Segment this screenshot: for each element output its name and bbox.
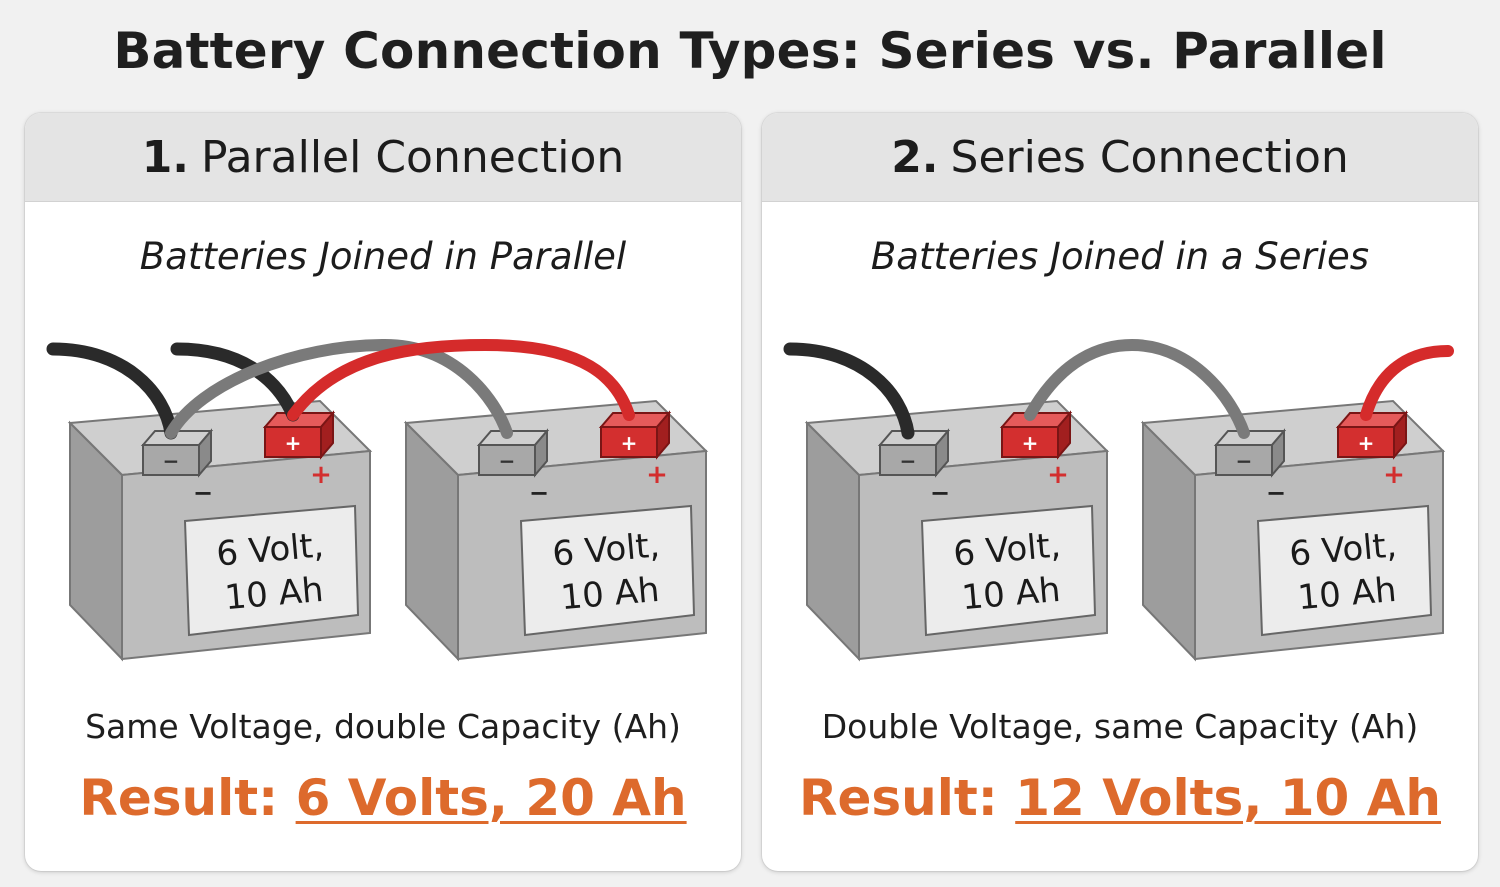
parallel-diagram: 6 Volt, 10 Ah − − + + 6 Volt, 10 Ah <box>46 338 709 662</box>
positive-case-sign: + <box>310 460 332 490</box>
series-diagram: 6 Volt, 10 Ah − − + + 6 Volt, 10 Ah − − <box>783 338 1454 662</box>
gray-cable <box>165 338 513 439</box>
red-cable <box>287 338 635 421</box>
negative-terminal-sign: − <box>1236 449 1253 473</box>
page-title: Battery Connection Types: Series vs. Par… <box>113 22 1387 80</box>
negative-terminal-sign: − <box>499 449 516 473</box>
panel-subtitle: Batteries Joined in a Series <box>870 235 1370 278</box>
negative-terminal-sign: − <box>900 449 917 473</box>
negative-case-sign: − <box>930 479 950 507</box>
positive-terminal <box>264 426 322 458</box>
negative-terminal-sign: − <box>163 449 180 473</box>
panel-heading: Series Connection <box>950 131 1349 183</box>
positive-terminal <box>1337 426 1395 458</box>
negative-case-sign: − <box>193 479 213 507</box>
positive-case-sign: + <box>1383 460 1405 490</box>
battery-2: 6 Volt, 10 Ah − − + + <box>1140 399 1446 662</box>
battery-2: 6 Volt, 10 Ah − − + + <box>403 399 709 662</box>
result-line: Result: 12 Volts, 10 Ah <box>762 769 1478 827</box>
result-value: 6 Volts, 20 Ah <box>295 769 687 827</box>
panel-number: 2. <box>891 131 939 183</box>
panel-heading: Parallel Connection <box>201 131 625 183</box>
positive-case-sign: + <box>646 460 668 490</box>
battery-label <box>519 504 696 637</box>
positive-terminal-sign: + <box>1358 431 1375 455</box>
battery-capacity: 10 Ah <box>223 570 325 618</box>
panel-header: 2. Series Connection <box>762 113 1478 202</box>
battery-capacity: 10 Ah <box>1296 570 1398 618</box>
positive-terminal <box>1001 426 1059 458</box>
panel-subtitle: Batteries Joined in Parallel <box>139 235 627 278</box>
negative-case-sign: − <box>529 479 549 507</box>
parallel-panel: 1. Parallel Connection Batteries Joined … <box>25 113 741 871</box>
positive-terminal-sign: + <box>1022 431 1039 455</box>
battery-1: 6 Volt, 10 Ah − − + + <box>67 399 373 662</box>
panel-number: 1. <box>141 131 190 183</box>
negative-case-sign: − <box>1266 479 1286 507</box>
battery-voltage: 6 Volt, <box>551 525 662 574</box>
battery-voltage: 6 Volt, <box>215 525 326 574</box>
battery-voltage: 6 Volt, <box>1288 525 1399 574</box>
panel-description: Double Voltage, same Capacity (Ah) <box>821 707 1419 746</box>
negative-terminal <box>478 444 536 476</box>
battery-label <box>183 504 360 637</box>
result-prefix: Result: <box>798 769 998 827</box>
panel-description: Same Voltage, double Capacity (Ah) <box>85 707 681 746</box>
battery-capacity: 10 Ah <box>960 570 1062 618</box>
battery-1: 6 Volt, 10 Ah − − + + <box>804 399 1110 662</box>
battery-voltage: 6 Volt, <box>952 525 1063 574</box>
result-line: Result: 6 Volts, 20 Ah <box>25 769 741 827</box>
battery-label <box>920 504 1097 637</box>
battery-label <box>1256 504 1433 637</box>
positive-terminal-sign: + <box>621 431 638 455</box>
series-panel: 2. Series Connection Batteries Joined in… <box>762 113 1478 871</box>
black-cable <box>783 342 915 440</box>
result-value: 12 Volts, 10 Ah <box>1015 769 1441 827</box>
red-cable <box>1360 345 1454 421</box>
black-cable <box>46 342 178 440</box>
gray-cable <box>1024 338 1250 439</box>
negative-terminal <box>1215 444 1273 476</box>
battery-capacity: 10 Ah <box>559 570 661 618</box>
panel-header: 1. Parallel Connection <box>25 113 741 202</box>
positive-terminal-sign: + <box>285 431 302 455</box>
result-prefix: Result: <box>79 769 279 827</box>
positive-case-sign: + <box>1047 460 1069 490</box>
